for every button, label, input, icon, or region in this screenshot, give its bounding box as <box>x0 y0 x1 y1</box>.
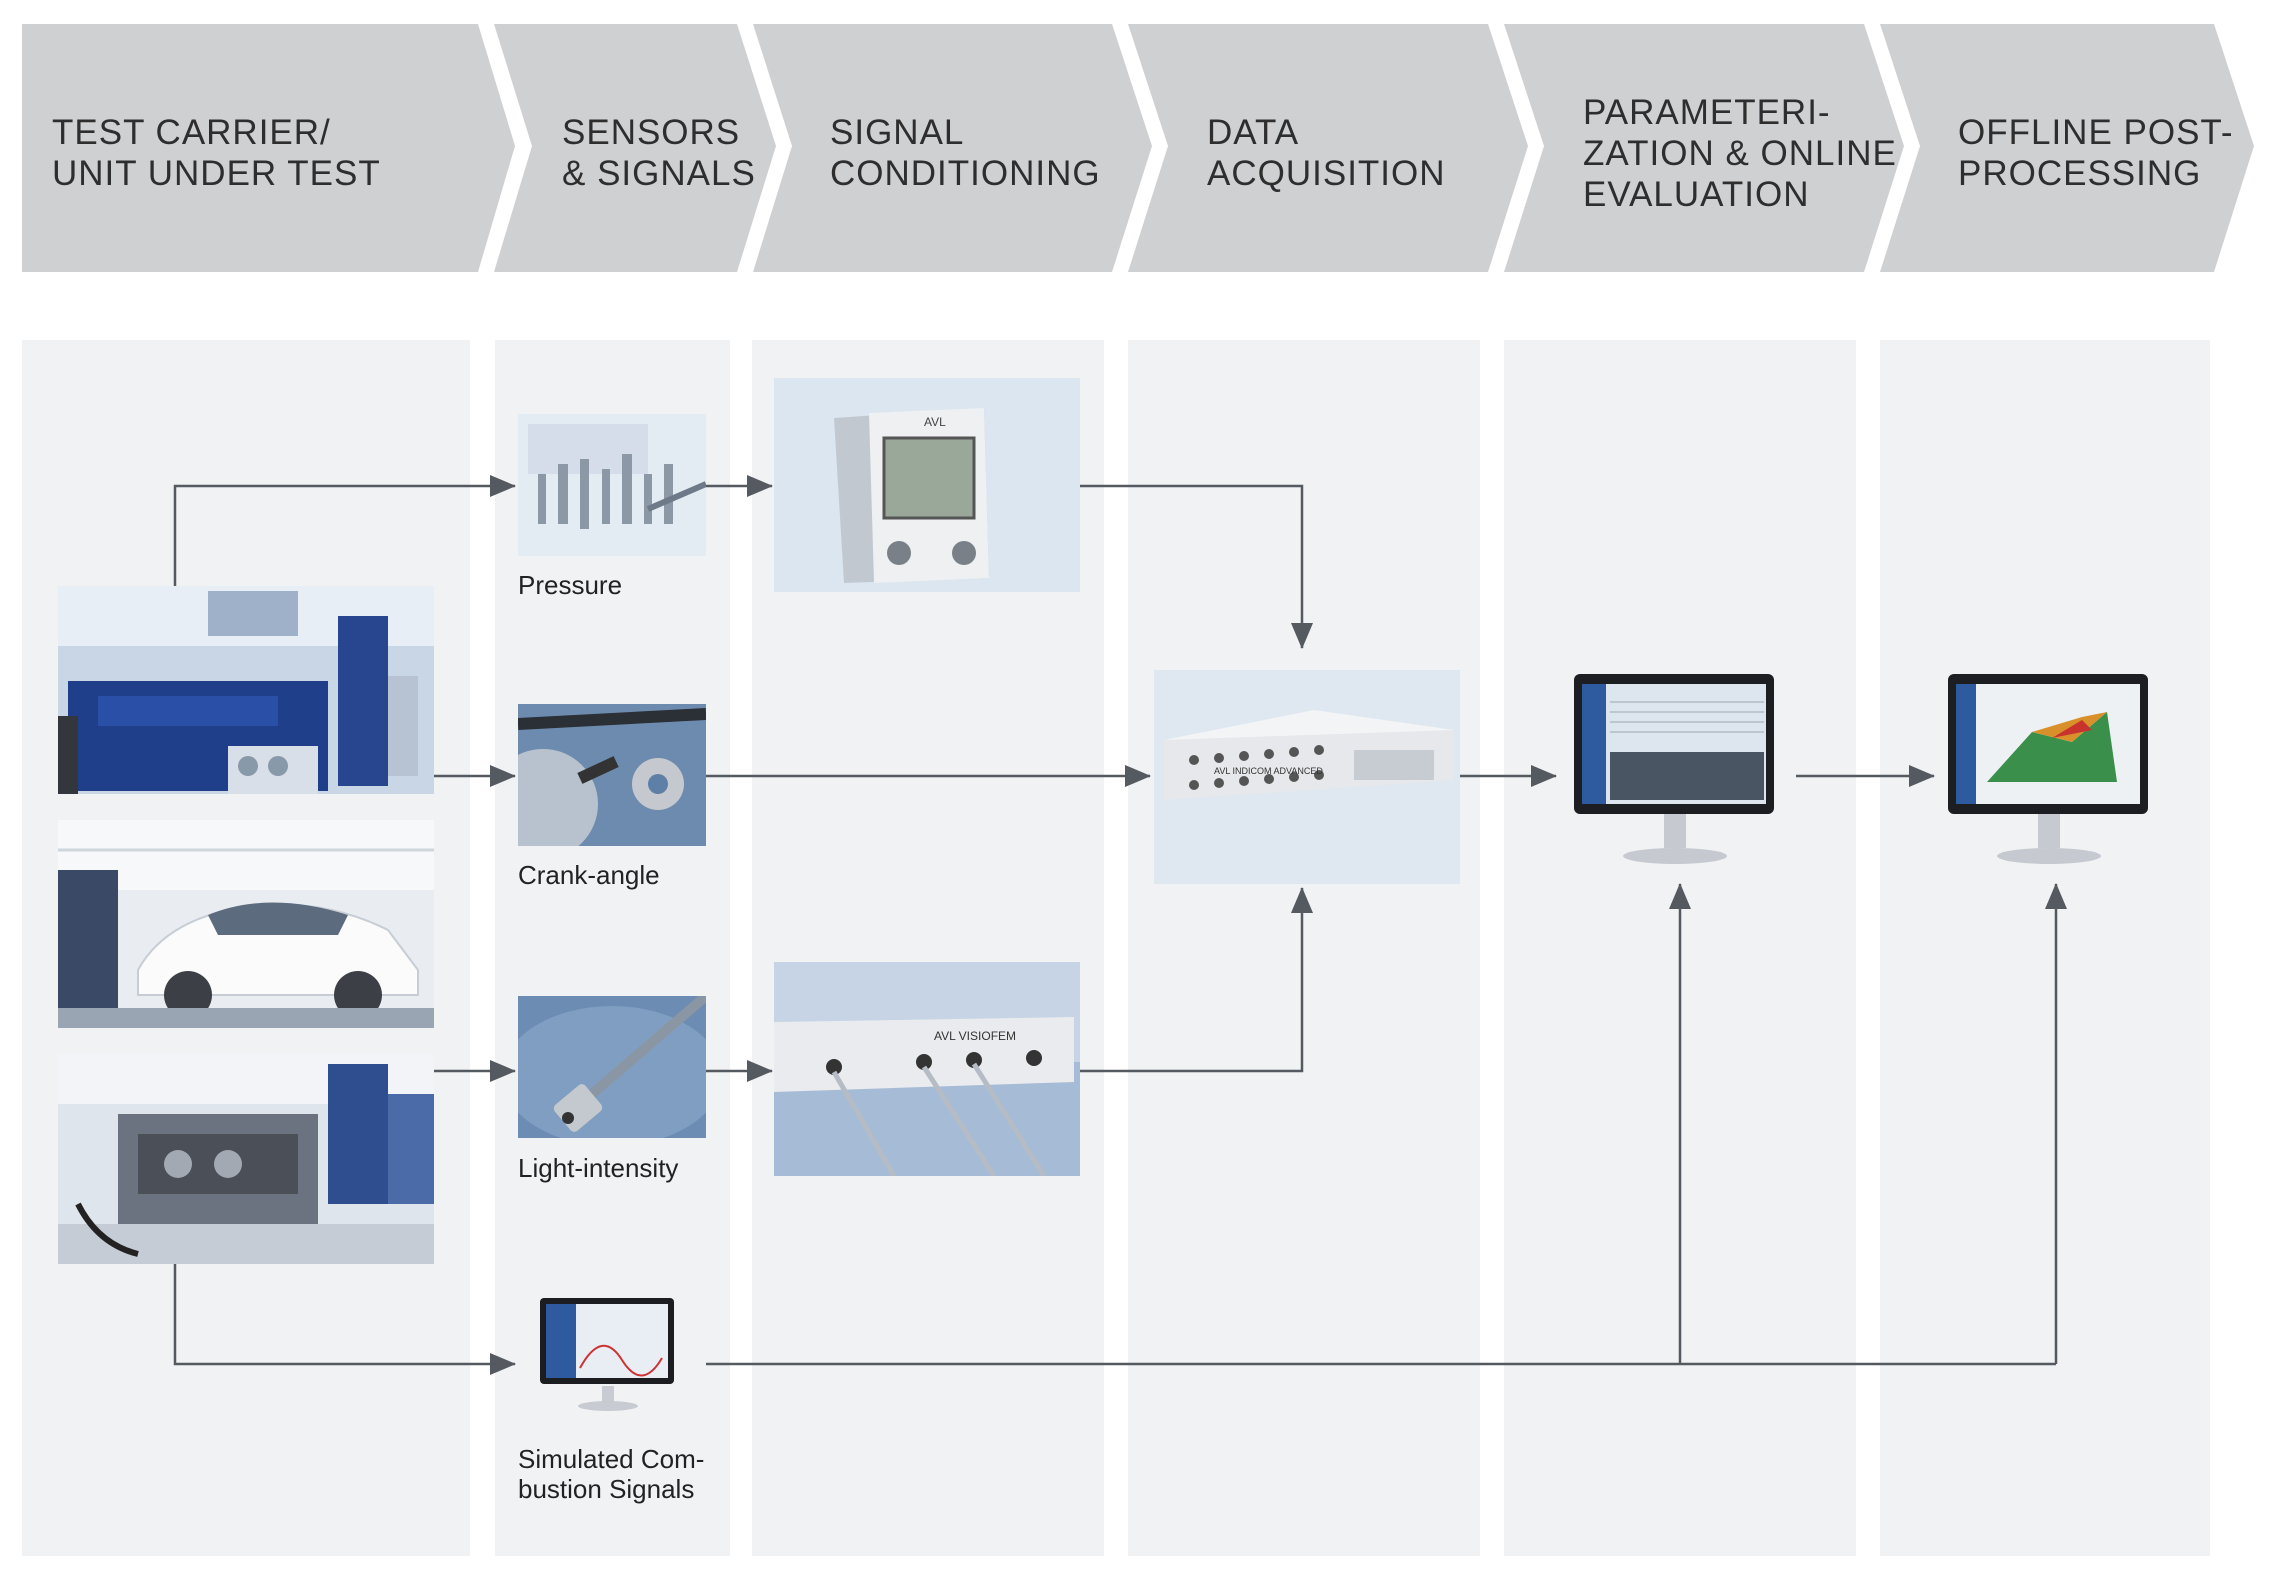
pressure-sensor-photo <box>518 414 706 556</box>
arrow-amplifier-to-daq <box>1080 484 1313 649</box>
column-offline <box>1880 340 2210 1556</box>
chevron-data-acquisition <box>1128 24 1528 272</box>
visiofem-brand-text: AVL VISIOFEM <box>934 1029 1016 1043</box>
amplifier-brand-text: AVL <box>924 415 946 429</box>
stage-label-sensors: SENSORS & SIGNALS <box>562 113 756 193</box>
stage-label-parameterization: PARAMETERI- ZATION & ONLINE EVALUATION <box>1583 93 1897 214</box>
daq-brand-text: AVL INDICOM ADVANCED <box>1214 766 1323 776</box>
header-chevron-row <box>22 24 2254 272</box>
stage-label-test-carrier: TEST CARRIER/ UNIT UNDER TEST <box>52 113 381 193</box>
chevron-offline <box>1880 24 2254 272</box>
engine-test-bed-photo <box>58 586 434 794</box>
indicom-daq-photo: AVL INDICOM ADVANCED <box>1154 670 1460 884</box>
arrow-carrier-to-simulated <box>173 1264 516 1375</box>
stage-label-signal-conditioning: SIGNAL CONDITIONING <box>830 113 1101 193</box>
sensor-label-light-intensity: Light-intensity <box>518 1153 679 1183</box>
column-data-acquisition <box>1128 340 1480 1556</box>
chevron-sensors <box>494 24 776 272</box>
arrow-visiofem-to-daq <box>1080 887 1313 1073</box>
sensor-label-simulated: Simulated Com- bustion Signals <box>518 1444 705 1504</box>
stage-label-data-acquisition: DATA ACQUISITION <box>1207 113 1446 193</box>
pressure-amplifier-photo: AVL <box>774 378 1080 592</box>
sensor-label-crank-angle: Crank-angle <box>518 860 660 890</box>
visiofem-unit-photo: AVL VISIOFEM <box>774 962 1080 1176</box>
engine-test-cell-photo <box>58 1054 434 1264</box>
stage-label-offline: OFFLINE POST- PROCESSING <box>1958 113 2234 193</box>
chevron-test-carrier <box>22 24 515 272</box>
simulated-signals-monitor-photo <box>532 1288 682 1420</box>
chevron-signal-conditioning <box>753 24 1152 272</box>
sensor-label-pressure: Pressure <box>518 570 623 600</box>
vehicle-chassis-dyno-photo <box>58 820 434 1028</box>
crank-angle-sensor-photo <box>518 704 706 846</box>
arrow-carrier-to-pressure <box>173 475 516 586</box>
chevron-parameterization <box>1504 24 1904 272</box>
offline-processing-monitor-photo <box>1942 672 2154 876</box>
online-evaluation-monitor-photo <box>1568 672 1780 876</box>
light-intensity-sensor-photo <box>518 996 706 1138</box>
